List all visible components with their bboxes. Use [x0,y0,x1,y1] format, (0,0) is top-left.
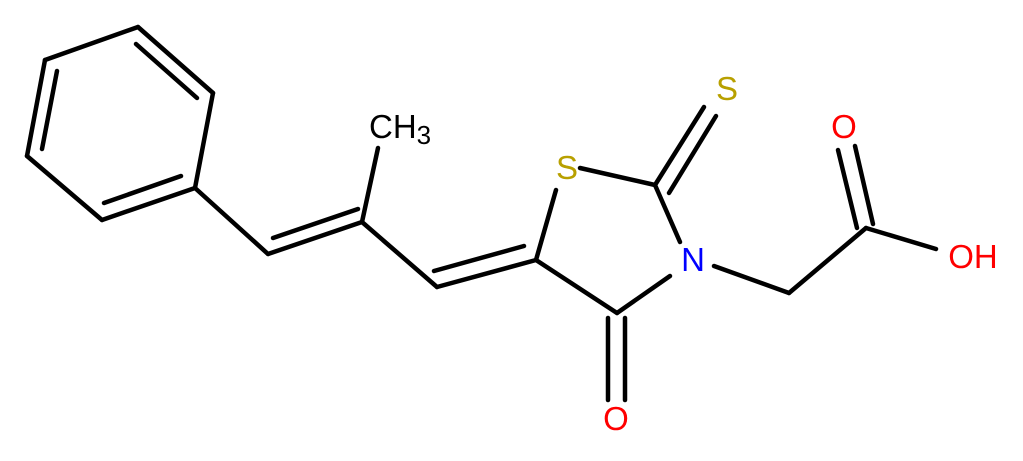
thione-double-bond-inner [666,113,719,196]
bond [135,24,216,96]
bond [99,185,198,223]
bond [42,24,141,63]
side-chain [192,145,539,290]
double-bond [265,219,365,257]
bond [359,219,440,290]
acid-carbonyl-oxygen-label: O [831,108,857,145]
bond [192,90,216,191]
hydroxyl-label: OH [948,238,998,275]
nitrogen-label: N [681,241,705,278]
acetic-acid-arm [711,143,939,296]
bond [863,225,939,252]
acid-double-bond-inner [852,143,876,227]
bond [711,263,792,296]
bond [577,165,658,188]
bond [24,153,105,223]
methyl-label: CH3 [369,108,431,150]
double-bond-inner [270,206,361,241]
ketone-oxygen-label: O [603,400,629,437]
thiazolidine-ring [533,104,719,403]
double-bond [434,257,539,290]
bond [614,273,673,316]
aromatic-inner-bond [101,173,184,206]
thione-sulfur-label: S [716,70,738,107]
bond [533,257,620,316]
aromatic-inner-bond [39,68,60,152]
acid-double-bond [835,147,860,231]
thione-double-bond [652,104,707,188]
bond [533,187,559,263]
bond [652,182,683,245]
bond [24,57,48,159]
bond [359,145,381,225]
aromatic-inner-bond [133,41,200,101]
double-bond-inner [431,243,527,274]
benzene-ring [24,24,216,223]
bond [192,185,271,257]
bond [786,225,869,296]
atom-labels: S S N O O OH CH3 [369,70,998,437]
ring-sulfur-label: S [556,149,578,186]
